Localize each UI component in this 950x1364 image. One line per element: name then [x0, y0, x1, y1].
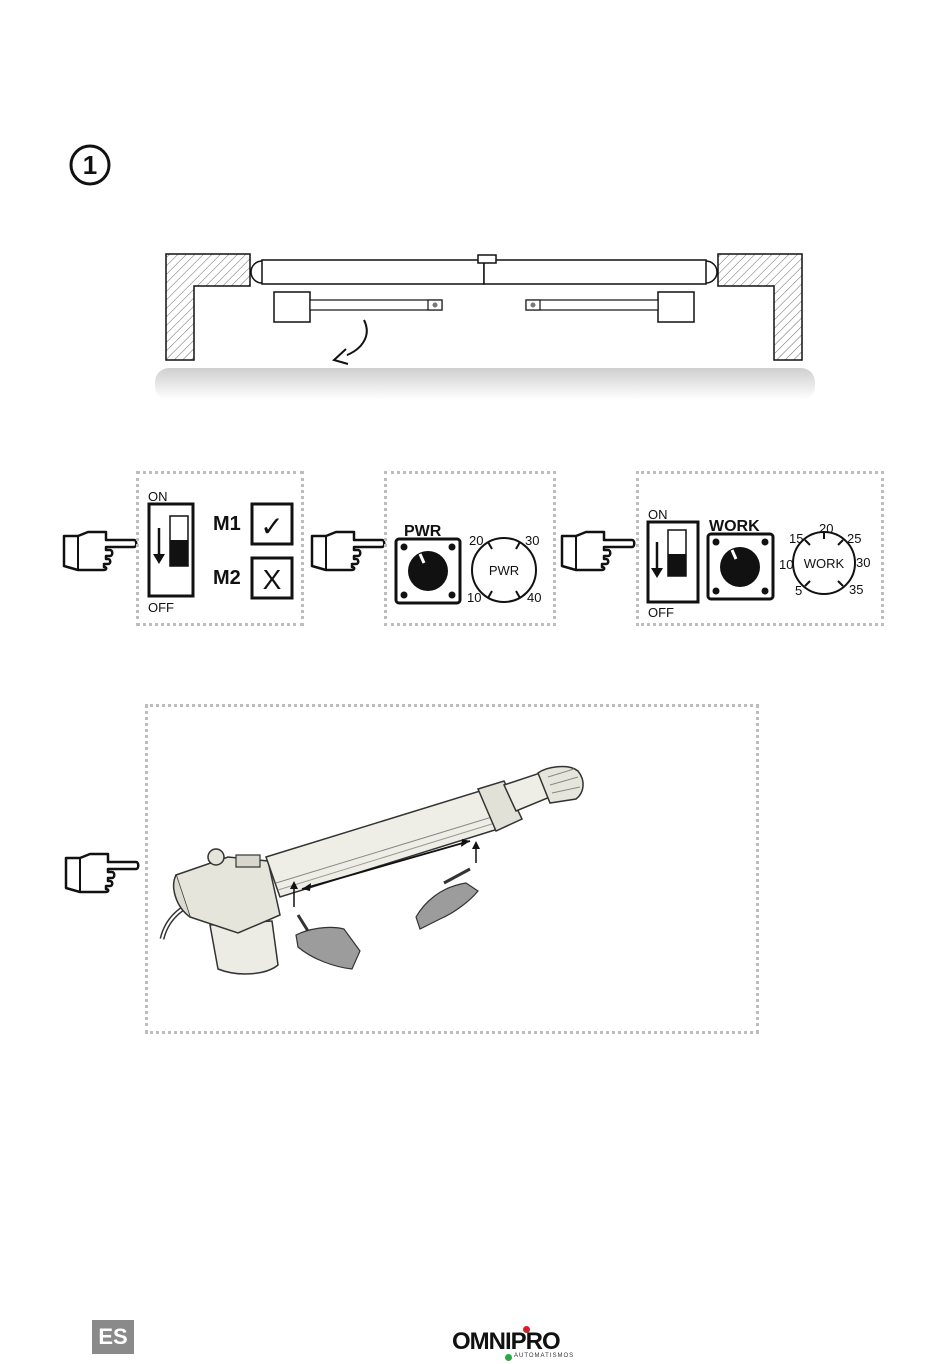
- actuator-stroke-panel: [145, 704, 759, 1034]
- work-tick-25: 25: [847, 531, 861, 546]
- left-pillar: [166, 254, 250, 360]
- dip-switch-panel: ON OFF M1 ✓ M2 X: [136, 471, 304, 626]
- logo-green-dot: [505, 1354, 512, 1361]
- work-dial-label: WORK: [804, 556, 845, 571]
- work-tick-35: 35: [849, 582, 863, 597]
- cross-icon: X: [263, 564, 282, 595]
- work-title: WORK: [709, 518, 760, 535]
- hand-right: [416, 883, 478, 929]
- work-trimmer-panel: ON OFF WORK WORK 15 20 25 10 30 5 35: [636, 471, 884, 626]
- pwr-title: PWR: [404, 523, 442, 540]
- work-tick-20: 20: [819, 521, 833, 536]
- pwr-tick-20: 20: [469, 533, 483, 548]
- pwr-knob: [408, 551, 448, 591]
- left-actuator-rod: [310, 300, 442, 310]
- omnipro-logo: OMNIPRO AUTOMATISMOS: [452, 1330, 567, 1364]
- pwr-tick-10: 10: [467, 590, 481, 605]
- language-badge: ES: [92, 1320, 134, 1354]
- right-actuator-rod: [526, 300, 658, 310]
- m2-label: M2: [213, 567, 241, 589]
- pwr-tick-40: 40: [527, 590, 541, 605]
- work-knob: [720, 547, 760, 587]
- right-gate-leaf: [484, 260, 706, 284]
- step-number: 1: [83, 150, 97, 180]
- gate-diagram: [150, 248, 820, 408]
- on-label: ON: [148, 489, 168, 504]
- pwr-tick-30: 30: [525, 533, 539, 548]
- pointing-hand-icon: [558, 530, 636, 572]
- actuator-gearbox: [176, 857, 280, 933]
- pwr-dial-label: PWR: [489, 563, 519, 578]
- check-icon: ✓: [260, 510, 283, 543]
- right-pillar: [718, 254, 802, 360]
- pwr-trimmer-panel: PWR PWR 20 30 10 40: [384, 471, 556, 626]
- right-actuator-body: [658, 292, 694, 322]
- left-gate-leaf: [262, 260, 484, 284]
- pointing-hand-icon: [308, 530, 386, 572]
- logo-text: OMNIPRO: [452, 1330, 567, 1354]
- work-tick-5: 5: [795, 583, 802, 598]
- m1-label: M1: [213, 513, 241, 535]
- off-label: OFF: [648, 605, 674, 620]
- hand-left: [296, 927, 360, 969]
- ground-shadow: [155, 368, 815, 400]
- pointing-hand-icon: [62, 852, 140, 894]
- left-actuator-body: [274, 292, 310, 322]
- on-label: ON: [648, 507, 668, 522]
- work-tick-10: 10: [779, 557, 793, 572]
- step-number-badge: 1: [68, 143, 112, 187]
- logo-red-dot: [523, 1326, 530, 1333]
- work-tick-30: 30: [856, 555, 870, 570]
- logo-subtitle: AUTOMATISMOS: [514, 1353, 567, 1359]
- off-label: OFF: [148, 600, 174, 615]
- work-tick-15: 15: [789, 531, 803, 546]
- pointing-hand-icon: [60, 530, 138, 572]
